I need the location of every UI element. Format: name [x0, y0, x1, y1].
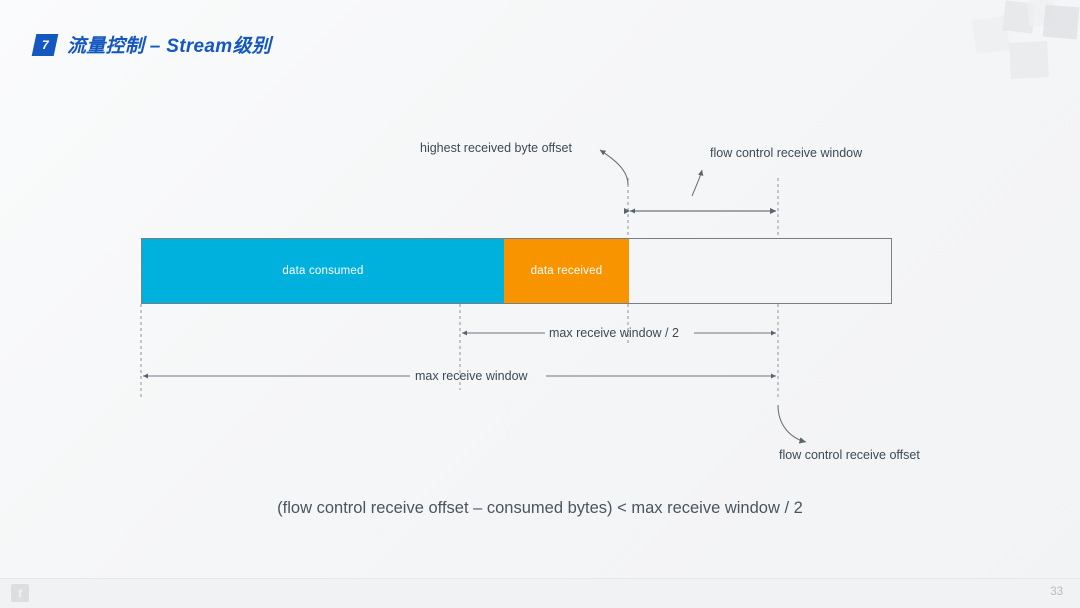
formula-text: (flow control receive offset – consumed … [277, 499, 803, 517]
receive-window-bar: data consumed data received [141, 238, 892, 304]
label-highest-received-byte-offset: highest received byte offset [420, 141, 572, 155]
bar-segment-free-space [629, 239, 891, 303]
callout-curve-highest-offset [599, 149, 629, 186]
label-flow-control-receive-window: flow control receive window [710, 146, 863, 160]
slide-header: 7 流量控制 – Stream级别 [31, 31, 272, 58]
callout-curve-fc-offset [777, 404, 807, 444]
page-number: 33 [1050, 586, 1063, 598]
page-title: 流量控制 – Stream级别 [67, 36, 272, 57]
label-max-receive-window-half: max receive window / 2 [549, 326, 679, 340]
bar-segment-data-received: data received [504, 239, 629, 303]
label-flow-control-receive-offset: flow control receive offset [779, 448, 920, 462]
brand-logo-icon: t [11, 584, 29, 602]
bar-segment-data-consumed: data consumed [142, 239, 504, 303]
label-max-receive-window: max receive window [415, 369, 528, 383]
bar-segment-label: data consumed [282, 265, 364, 277]
slide-footer: t 33 [0, 578, 1080, 608]
flow-control-diagram: highest received byte offset flow contro… [140, 141, 920, 462]
callout-curve-fc-window [691, 169, 704, 197]
bar-segment-label: data received [530, 265, 603, 277]
